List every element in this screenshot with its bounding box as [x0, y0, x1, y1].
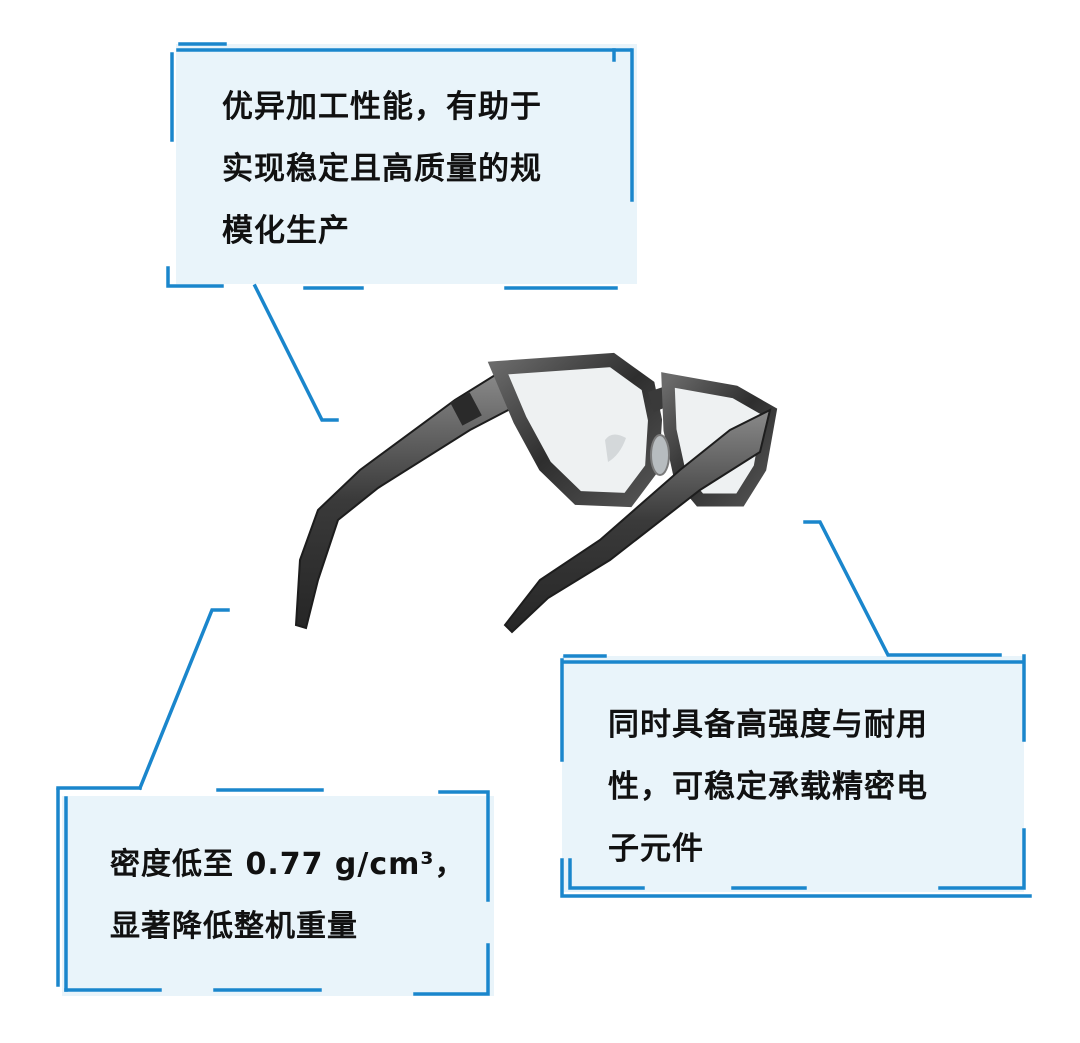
left-lens-frame	[487, 352, 663, 508]
nose-pad	[650, 434, 670, 476]
right-temple-arm	[503, 408, 772, 634]
callout-top-box	[176, 44, 637, 284]
callout-right-text: 同时具备高强度与耐用 性，可稳定承载精密电 子元件	[608, 707, 928, 867]
callout-left-box	[62, 796, 494, 996]
callout-left-text: 密度低至 0.77 g/cm³， 显著降低整机重量	[110, 847, 466, 944]
left-temple-arm	[294, 370, 514, 630]
callout-right-box	[562, 656, 1024, 892]
hinge	[450, 392, 482, 426]
lens-reflection	[605, 434, 626, 462]
callout-top-text: 优异加工性能，有助于 实现稳定且高质量的规 模化生产	[222, 89, 542, 249]
